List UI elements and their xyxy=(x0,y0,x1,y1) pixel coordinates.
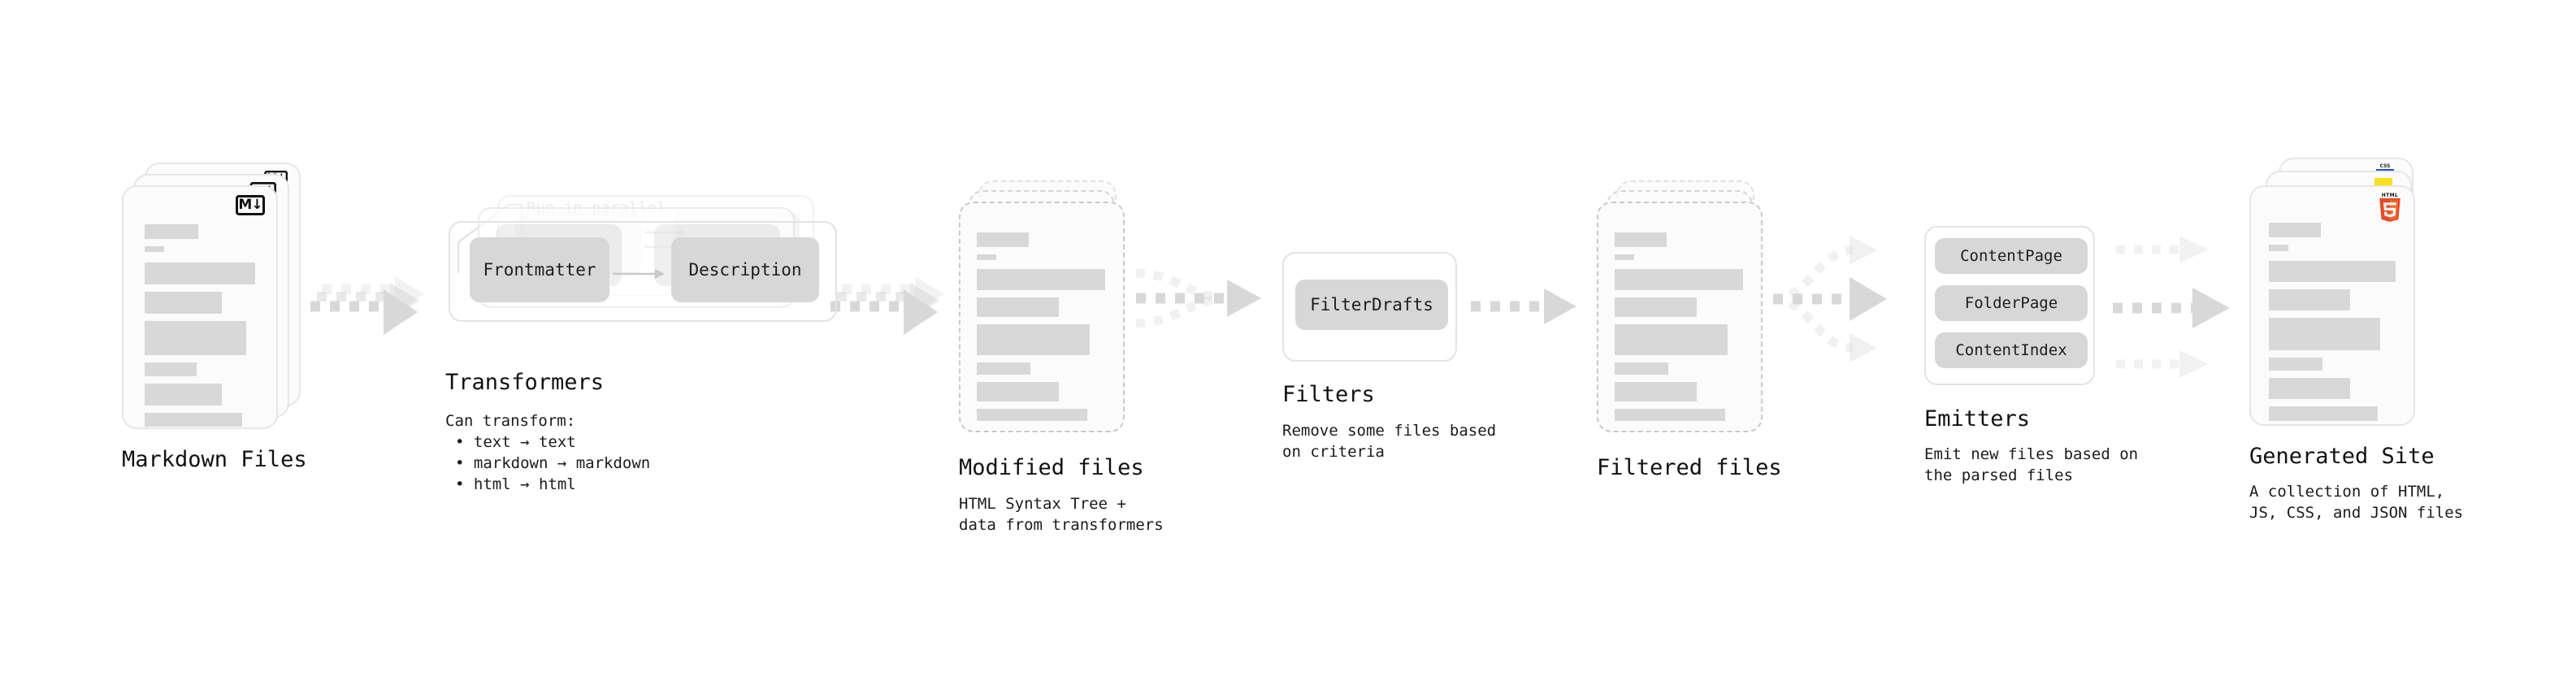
transformers-subtitle: Can transform: xyxy=(445,412,576,430)
modified-files-subtitle: HTML Syntax Tree + data from transformer… xyxy=(959,495,1164,534)
html5-icon-shield xyxy=(2379,198,2400,222)
doc-card-front xyxy=(1597,202,1763,432)
pill-filterdrafts[interactable]: FilterDrafts xyxy=(1295,280,1448,330)
doc-content-lines xyxy=(977,232,1105,428)
markdown-file-stack: M↓ M↓ M↓ xyxy=(122,163,309,429)
connector-filtered-to-emitters xyxy=(1772,236,1887,362)
transformers-bullet-2: • markdown → markdown xyxy=(455,454,651,472)
generated-site-subtitle: A collection of HTML, JS, CSS, and JSON … xyxy=(2249,483,2464,522)
stage-markdown-files: M↓ M↓ M↓ Markdown Files xyxy=(122,163,309,472)
pill-contentpage[interactable]: ContentPage xyxy=(1935,238,2088,274)
stage-filtered-files: Filtered files xyxy=(1597,180,1782,480)
doc-content-lines xyxy=(2269,223,2396,428)
html5-icon-label: HTML xyxy=(2381,193,2399,198)
css-icon-label: CSS xyxy=(2379,163,2391,169)
pill-folderpage[interactable]: FolderPage xyxy=(1935,285,2088,321)
markdown-icon: M↓ xyxy=(236,195,265,215)
connector-markdown-to-transformers xyxy=(310,276,424,335)
html5-icon: HTML xyxy=(2378,193,2402,222)
stage-title-emitters: Emitters xyxy=(1924,406,2031,432)
stage-title-markdown-files: Markdown Files xyxy=(122,447,307,472)
stage-modified-files: Modified files HTML Syntax Tree + data f… xyxy=(959,180,1164,534)
pill-description[interactable]: Description xyxy=(671,237,819,302)
modified-file-stack xyxy=(959,180,1138,432)
transformer-box-front: Frontmatter Description xyxy=(449,221,837,322)
stage-generated-site: CSS HTML xyxy=(2249,158,2463,522)
emitters-subtitle: Emit new files based on the parsed files xyxy=(1924,445,2139,484)
transformer-box-stack: Frontmatter Description xyxy=(445,195,837,325)
transformers-bullet-1: • text → text xyxy=(455,433,576,451)
doc-content-lines xyxy=(145,224,255,434)
transformer-arrow xyxy=(613,269,665,279)
stage-title-filtered-files: Filtered files xyxy=(1597,455,1782,480)
connector-transformers-to-modified xyxy=(830,276,944,335)
stage-title-transformers: Transformers xyxy=(445,370,605,395)
markdown-icon-glyph: M↓ xyxy=(238,197,262,213)
pill-frontmatter[interactable]: Frontmatter xyxy=(470,237,609,302)
connector-emitters-to-site xyxy=(2113,236,2230,378)
filters-box: FilterDrafts xyxy=(1282,252,1457,362)
doc-content-lines xyxy=(1615,232,1743,428)
connector-modified-to-filters xyxy=(1135,268,1261,328)
transformers-bullet-3: • html → html xyxy=(455,475,576,493)
pill-contentindex[interactable]: ContentIndex xyxy=(1935,332,2088,368)
stage-title-filters: Filters xyxy=(1282,382,1375,407)
connector-filters-to-filtered xyxy=(1471,288,1576,324)
filtered-file-stack xyxy=(1597,180,1776,432)
generated-site-stack: CSS HTML xyxy=(2249,158,2436,426)
emitters-box: ContentPage FolderPage ContentIndex xyxy=(1924,226,2095,385)
stage-title-modified-files: Modified files xyxy=(959,455,1144,480)
filters-subtitle: Remove some files based on criteria xyxy=(1282,422,1497,461)
stage-title-generated-site: Generated Site xyxy=(2249,444,2435,469)
stage-transformers: Run in parallel Frontmatter xyxy=(445,195,837,493)
doc-card-front xyxy=(959,202,1125,432)
doc-card-front-html: HTML xyxy=(2249,185,2415,426)
doc-card-front: M↓ xyxy=(122,185,278,429)
